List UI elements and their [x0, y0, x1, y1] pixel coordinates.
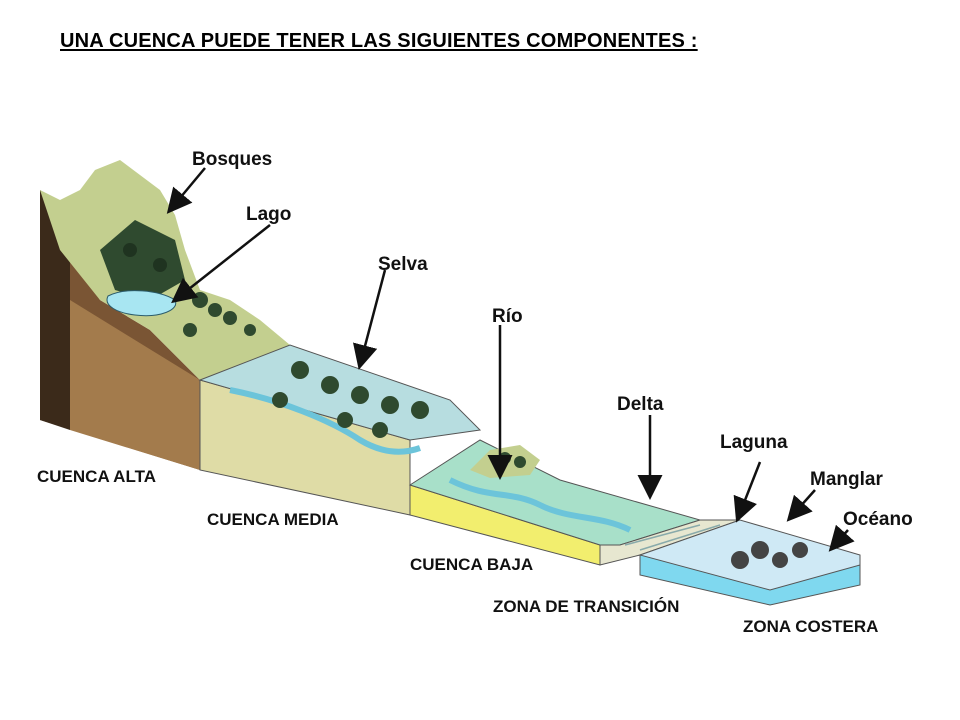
- upper-basin-soil: [70, 300, 200, 470]
- middle-river: [229, 387, 421, 455]
- selva-arrow: [353, 269, 387, 370]
- manglar-arrow: [786, 489, 816, 522]
- coastal-zone-block: [638, 519, 861, 606]
- label-selva: Selva: [378, 254, 428, 275]
- bosques-arrow: [166, 167, 206, 214]
- lago-arrow: [171, 224, 271, 304]
- oceano-arrow: [828, 524, 855, 552]
- lower-basin-top: [408, 439, 702, 546]
- label-cuenca-media: CUENCA MEDIA: [207, 510, 339, 529]
- label-delta: Delta: [617, 394, 664, 415]
- label-lago: Lago: [246, 204, 291, 225]
- upper-basin-block: [40, 160, 290, 470]
- label-oceano: Océano: [843, 509, 913, 530]
- label-zona-costera: ZONA COSTERA: [743, 617, 878, 636]
- lower-river: [448, 477, 632, 533]
- slide-title: UNA CUENCA PUEDE TENER LAS SIGUIENTES CO…: [60, 30, 698, 52]
- label-manglar: Manglar: [810, 469, 883, 490]
- label-laguna: Laguna: [720, 432, 788, 453]
- label-bosques: Bosques: [192, 149, 272, 170]
- arrows: [166, 167, 855, 552]
- laguna-arrow: [733, 461, 762, 523]
- label-rio: Río: [492, 306, 523, 327]
- label-cuenca-baja: CUENCA BAJA: [410, 555, 533, 574]
- lake: [106, 290, 177, 317]
- label-cuenca-alta: CUENCA ALTA: [37, 467, 156, 486]
- label-zona-transicion: ZONA DE TRANSICIÓN: [493, 597, 679, 616]
- coastal-zone-top: [638, 519, 861, 591]
